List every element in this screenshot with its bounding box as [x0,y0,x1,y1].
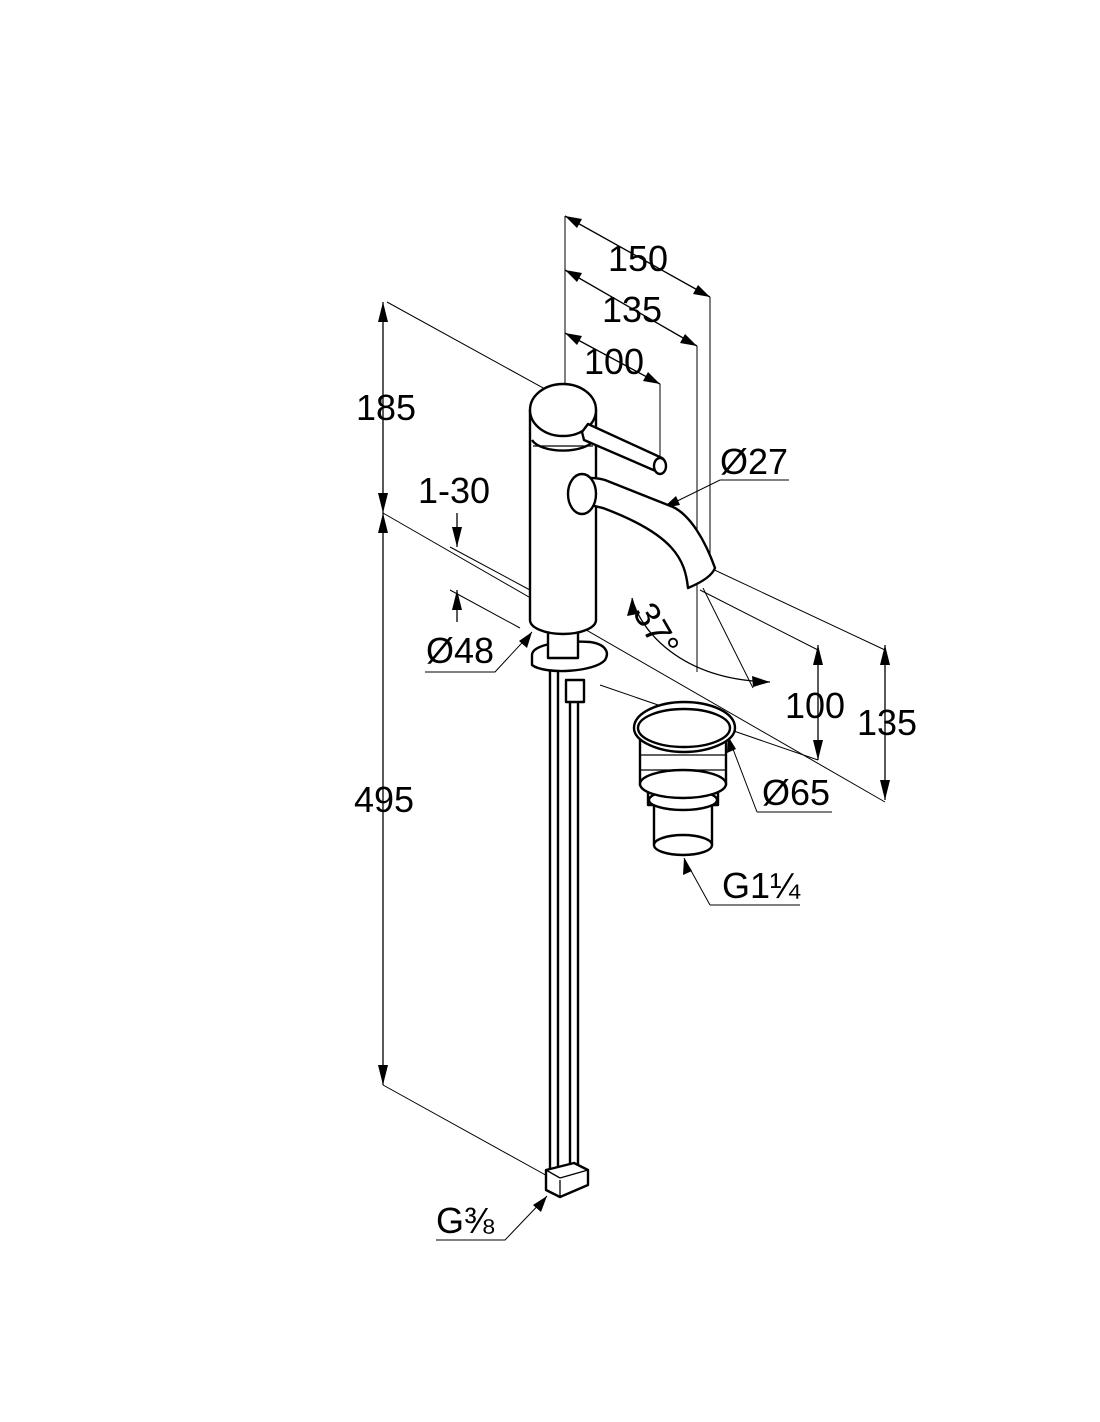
dimension-lines [382,215,886,1241]
label-spout-height-100: 100 [785,685,845,726]
label-deck-thickness: 1-30 [418,470,490,511]
label-base-diameter: Ø48 [426,630,494,671]
faucet [528,382,717,1199]
label-waste-diameter: Ø65 [762,772,830,813]
label-spout-height-135: 135 [857,702,917,743]
label-width-150: 150 [608,238,668,279]
label-supply-thread: G⅜ [436,1200,495,1241]
dimension-labels: 150 135 100 185 Ø27 1-30 Ø48 37° 495 100… [354,238,917,1241]
supply-hoses [544,663,590,1199]
popup-waste [632,700,737,857]
mounting-bracket [530,626,609,704]
lever-handle [580,422,668,476]
label-width-135: 135 [602,289,662,330]
faucet-body [528,382,598,636]
label-height-495: 495 [354,779,414,820]
label-waste-thread: G1¼ [722,865,801,906]
label-spout-diameter: Ø27 [720,441,788,482]
spout [566,472,717,590]
label-width-100: 100 [584,341,644,382]
label-height-185: 185 [356,387,416,428]
